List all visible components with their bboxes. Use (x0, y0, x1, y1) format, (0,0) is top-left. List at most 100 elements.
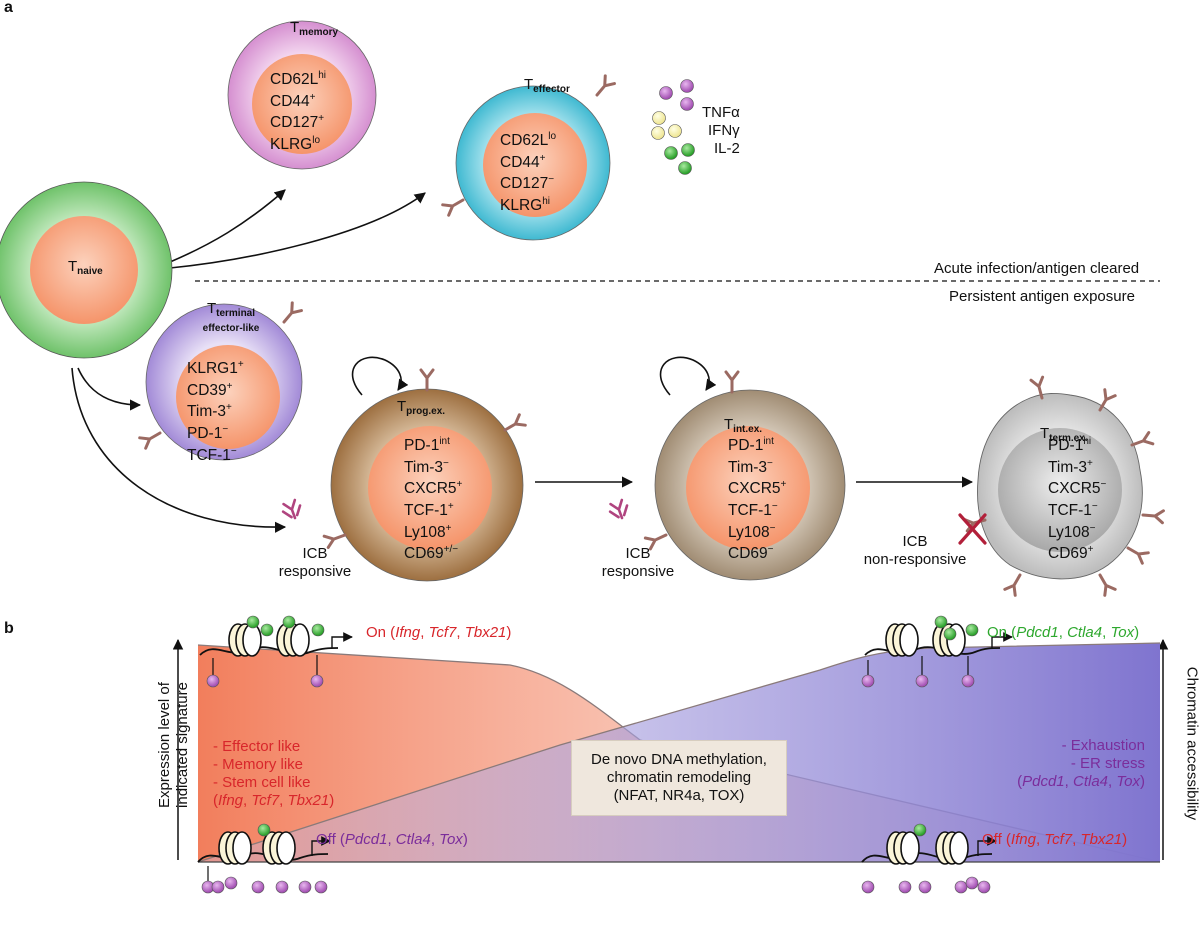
marker-prog-ex: CXCR5+ (404, 479, 463, 498)
marker-memory: CD44+ (270, 91, 316, 110)
on-right-label: On (Pdcd1, Ctla4, Tox) (987, 624, 1140, 641)
effector-receptor (590, 74, 616, 101)
cytokine-tnfa: TNFα (702, 104, 740, 121)
terminal-effector-nucleus (176, 345, 280, 449)
exhaustion-signature-list: - Exhaustion - ER stress (Pdcd1, Ctla4, … (1017, 737, 1145, 790)
memory-nucleus (252, 54, 352, 154)
cytokine-dot (659, 86, 673, 100)
acute-label: Acute infection/antigen cleared (934, 260, 1140, 277)
chromatin-closed-left-icon (197, 823, 331, 894)
arrow-naive-to-memory (169, 189, 286, 263)
cytokine-dot (680, 97, 694, 111)
marker-prog-ex: Tim-3− (404, 457, 449, 476)
marker-memory: KLRGlo (270, 134, 321, 154)
marker-memory: CD62Lhi (270, 70, 327, 89)
marker-term-ex: PD-1hi (1048, 436, 1092, 455)
effector-nucleus (483, 113, 587, 217)
terminal-effector-title: Tterminal effector-like (202, 300, 260, 334)
marker-int-ex: CD69− (728, 544, 774, 563)
arrow-naive-to-terminal (77, 367, 142, 411)
cytokine-dot (681, 143, 695, 157)
effector-title: Teffector (524, 76, 570, 95)
marker-effector: KLRGhi (500, 195, 551, 215)
cytokine-dot (652, 111, 666, 125)
term-ex-title: Tterm.ex. (1040, 425, 1088, 444)
arrow-naive-to-effector (169, 192, 426, 269)
marker-effector: CD62Llo (500, 131, 557, 150)
cytokine-il2: IL-2 (714, 140, 740, 157)
marker-memory: CD127+ (270, 113, 325, 132)
no-response-cross-icon (958, 513, 987, 545)
terminal-receptor (138, 426, 165, 450)
y-axis-right-label: Chromatin accessibility (1183, 666, 1200, 821)
marker-term-ex: Ly108− (1048, 522, 1096, 541)
terminal-effector-markers: KLRG1+CD39+Tim-3+PD-1−TCF-1− (187, 356, 244, 464)
prog-ex-nucleus (368, 426, 492, 550)
effector-signature-list: - Effector like - Memory like - Stem cel… (213, 738, 335, 809)
marker-term-ex: CXCR5− (1048, 479, 1107, 498)
term-receptor (1003, 570, 1027, 597)
cytokine-dot (651, 126, 665, 140)
term-receptor (1123, 541, 1150, 565)
chromatin-closed-right-icon (861, 823, 997, 894)
prog-ex-title: Tprog.ex. (397, 398, 446, 417)
terminal-receptor (277, 301, 303, 328)
marker-prog-ex: CD69+/− (404, 544, 459, 563)
panel-a-label: a (4, 0, 13, 16)
chromatin-open-left-icon (199, 615, 353, 688)
panel-b-label: b (4, 620, 14, 637)
marker-terminal-effector-like: CD39+ (187, 380, 233, 399)
term-ex-nucleus (998, 428, 1122, 552)
marker-effector: CD44+ (500, 152, 546, 171)
int-icb-antibody-icon (606, 497, 632, 523)
cytokine-dot (664, 146, 678, 160)
on-left-label: On (Ifng, Tcf7, Tbx21) (366, 624, 512, 641)
prog-icb-antibody-icon (279, 497, 305, 523)
int-ex-title: Tint.ex. (724, 416, 763, 435)
off-right-label: Off (Ifng, Tcf7, Tbx21) (982, 831, 1128, 848)
chromatin-open-right-icon (861, 615, 1013, 688)
naive-title: Tnaive (68, 258, 103, 277)
prog-self-renew-arrow (351, 356, 409, 396)
cytokine-dot (678, 161, 692, 175)
marker-prog-ex: PD-1int (404, 436, 450, 455)
int-self-renew-arrow (659, 356, 717, 396)
off-left-label: Off (Pdcd1, Ctla4, Tox) (316, 831, 468, 848)
epigenetic-remodeling-box: De novo DNA methylation, chromatin remod… (571, 740, 787, 816)
marker-int-ex: Ly108− (728, 522, 776, 541)
marker-prog-ex: Ly108+ (404, 522, 452, 541)
marker-term-ex: Tim-3+ (1048, 457, 1093, 476)
term-receptor (1140, 507, 1165, 525)
cytokine-ifng: IFNγ (708, 122, 740, 139)
marker-int-ex: PD-1int (728, 436, 774, 455)
memory-title: Tmemory (290, 19, 339, 38)
marker-term-ex: CD69+ (1048, 544, 1094, 563)
marker-terminal-effector-like: Tim-3+ (187, 402, 232, 421)
marker-prog-ex: TCF-1+ (404, 500, 454, 520)
marker-int-ex: TCF-1− (728, 500, 778, 520)
marker-int-ex: CXCR5+ (728, 479, 787, 498)
effector-receptor (441, 193, 468, 217)
cytokine-dot (668, 124, 682, 138)
marker-term-ex: TCF-1− (1048, 500, 1098, 520)
persistent-label: Persistent antigen exposure (949, 288, 1135, 305)
arrow-naive-to-prog (71, 367, 287, 533)
marker-int-ex: Tim-3− (728, 457, 773, 476)
int-ex-nucleus (686, 426, 810, 550)
marker-terminal-effector-like: KLRG1+ (187, 359, 244, 378)
cytokine-dot (680, 79, 694, 93)
marker-terminal-effector-like: TCF-1− (187, 445, 237, 464)
term-receptor (1093, 570, 1117, 597)
int-receptor (724, 370, 740, 394)
naive-nucleus (30, 216, 138, 324)
prog-receptor (419, 368, 435, 392)
